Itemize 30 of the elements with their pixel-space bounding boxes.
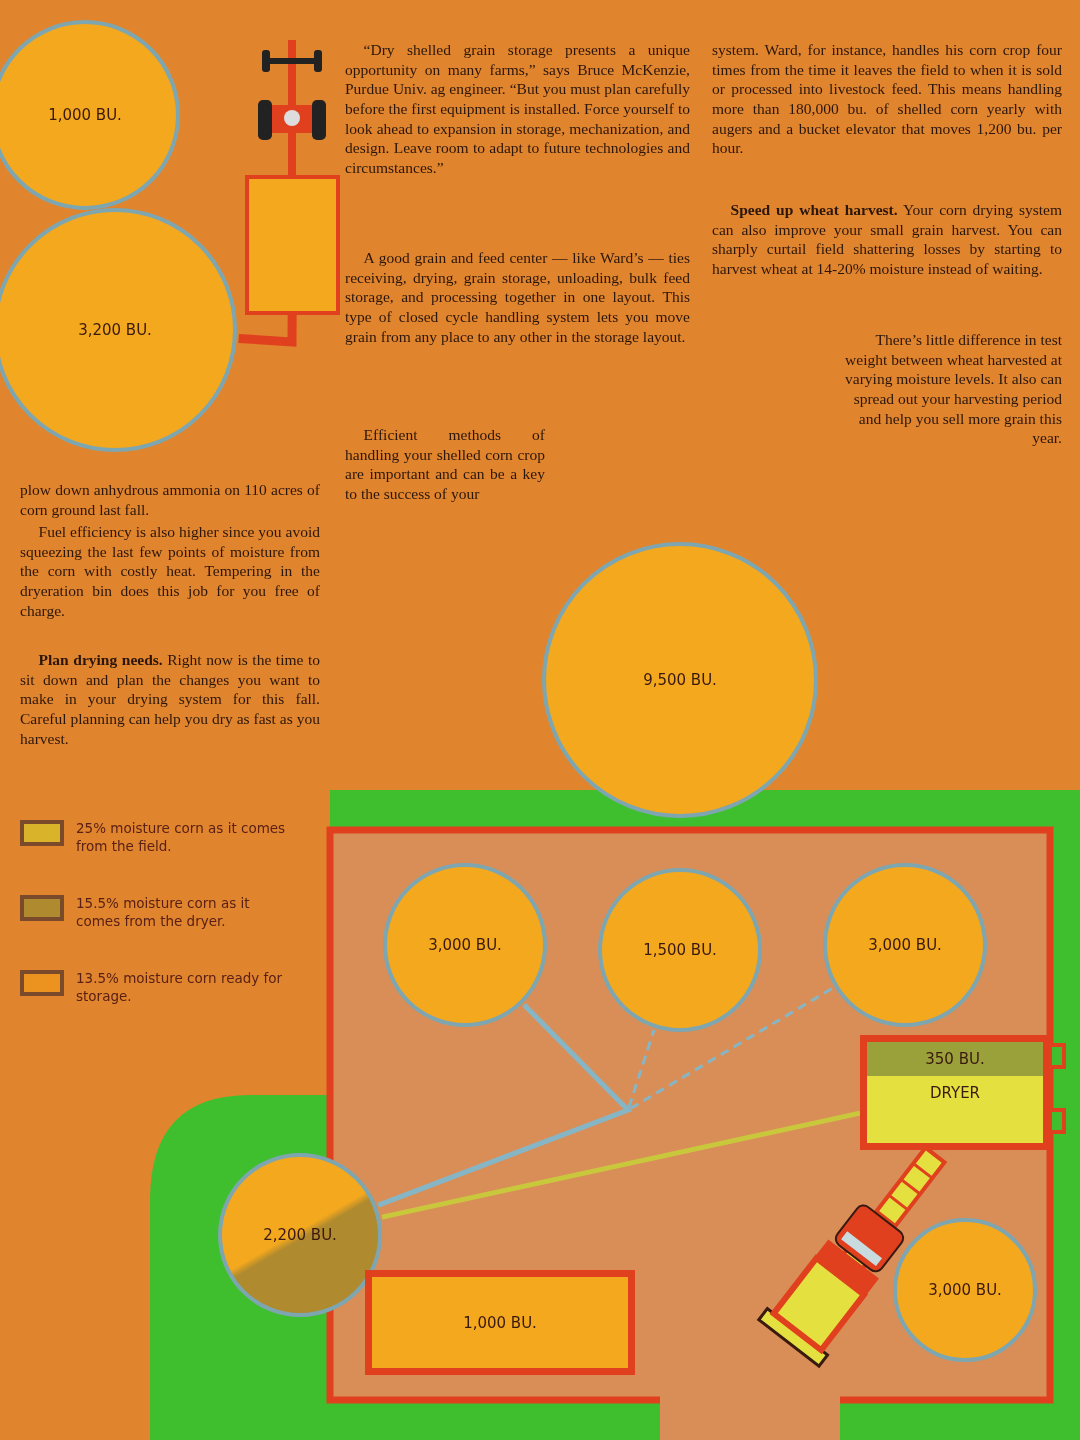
dryer-label: DRYER [928,1083,982,1104]
spout-pipe [381,1110,861,1220]
paragraph: plow down anhydrous ammonia on 110 acres of corn ground last fall. [20,480,320,520]
bin-label: 1,000 BU. [48,106,122,124]
bin-label: 1,000 BU. [463,1313,537,1332]
paragraph: Fuel efficiency is also higher since you avoid squeezing the last few points of moisture from the corn with costly heat. Tempering in the dryeration bin does this job for you free of charge. [20,522,320,621]
bin-label: 3,200 BU. [78,321,152,339]
paragraph: Plan drying needs. Right now is the time to sit down and plan the changes you want to make in your drying system for this fall. Careful planning can help you dry as fast as you harvest. [20,650,320,749]
dashed-spout-line [377,986,834,1207]
paragraph: A good grain and feed center — like Ward’s — ties receiving, drying, grain storage, unloading, bulk feed storage, and processing together in one layout. This type of closed cycle handling system lets you move grain from any place to any other in the storage layout. [345,248,690,347]
dryer-box [860,1035,1050,1150]
legend-text: 15.5% moisture corn as it comes from the dryer. [76,895,251,931]
bin-label: 2,200 BU. [263,1226,337,1244]
bin-label: 9,500 BU. [643,671,717,689]
bin-label: 1,500 BU. [643,941,717,959]
legend-text: 13.5% moisture corn ready for storage. [76,970,284,1006]
spout-pipe [377,1003,633,1208]
bin-label: 3,000 BU. [428,936,502,954]
paragraph: system. Ward, for instance, handles his corn crop four times from the time it leaves the field to when it is sold or processed into livestock feed. This means handling more than 180,000 bu. of shelled corn yearly with augers and a bucket elevator that moves 1,200 bu. per hour. [712,40,1062,159]
legend-text: 25% moisture corn as it comes from the field. [76,820,287,856]
auger-pipe [238,314,297,347]
paragraph: Speed up wheat harvest. Your corn drying system can also improve your small grain harvest. You can sharply curtail field shattering losses by starting to harvest wheat at 14-20% moisture instead of waiting. [712,200,1062,279]
capacity-label: 350 BU. [867,1042,1043,1076]
storage-box [365,1270,635,1375]
paragraph: “Dry shelled grain storage presents a unique opportunity on many farms,” says Bruce McKenzie, Purdue Univ. ag engineer. “But you must plan carefully before the first equipment is installed. Force yourself to look ahead to expansion in storage, mechanization, and design. Leave room to adapt to future technologies and circumstances.” [345,40,690,178]
bin-label: 3,000 BU. [928,1281,1002,1299]
wagon-box [245,175,340,315]
paragraph: There’s little difference in test weight between wheat harvested at varying moisture levels. It also can spread out your harvesting period and help you sell more grain this year. [844,330,1062,449]
bin-label: 3,000 BU. [868,936,942,954]
paragraph: Efficient methods of handling your shelled corn crop are important and can be a key to the success of your [345,425,545,504]
